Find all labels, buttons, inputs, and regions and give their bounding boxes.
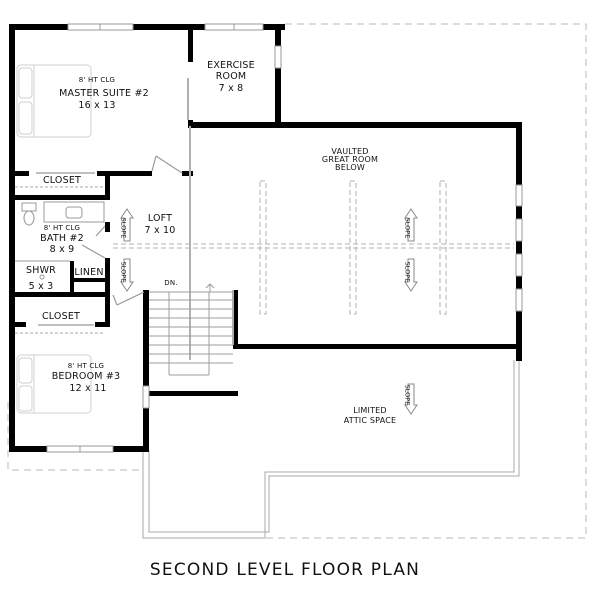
slope-arrow-down-icon bbox=[120, 258, 134, 292]
windows bbox=[46, 23, 523, 453]
attic-line-2: ATTIC SPACE bbox=[343, 416, 397, 425]
bath-2-name: BATH #2 bbox=[40, 233, 84, 244]
closet-1-label: CLOSET bbox=[42, 175, 82, 186]
loft-size: 7 x 10 bbox=[144, 225, 176, 236]
slope-arrow-down-icon bbox=[404, 258, 418, 292]
exercise-room-name-2: ROOM bbox=[215, 71, 247, 82]
beds bbox=[16, 64, 92, 414]
attic-outline bbox=[142, 360, 520, 539]
slope-arrow-up-icon bbox=[120, 208, 134, 242]
bath-fixtures bbox=[15, 201, 105, 280]
exercise-room-size: 7 x 8 bbox=[218, 83, 244, 94]
master-suite-name: MASTER SUITE #2 bbox=[59, 88, 149, 99]
bedroom-3-name: BEDROOM #3 bbox=[51, 371, 121, 382]
attic-line-1: LIMITED bbox=[353, 406, 387, 415]
slope-arrow-up-icon bbox=[404, 208, 418, 242]
linen-label: LINEN bbox=[74, 267, 104, 278]
plan-title: SECOND LEVEL FLOOR PLAN bbox=[149, 560, 421, 580]
walls bbox=[9, 24, 522, 452]
shower-name: SHWR bbox=[26, 265, 56, 276]
doors bbox=[81, 155, 183, 306]
slope-arrow-down-icon bbox=[404, 383, 418, 415]
exercise-room-name-1: EXERCISE bbox=[207, 60, 255, 71]
slope-label: SLOPE bbox=[119, 261, 128, 283]
closet-shelves bbox=[15, 186, 105, 334]
bedroom-3-ceiling: 8' HT CLG bbox=[67, 362, 105, 370]
slope-label: SLOPE bbox=[403, 384, 412, 406]
loft-name: LOFT bbox=[147, 213, 173, 224]
great-room-line-3: BELOW bbox=[335, 163, 365, 172]
slope-label: SLOPE bbox=[403, 261, 412, 283]
great-room-line-2: GREAT ROOM bbox=[321, 155, 379, 164]
roof-outline bbox=[7, 23, 587, 539]
ceiling-beams bbox=[113, 180, 514, 315]
stairs-down-label: DN. bbox=[164, 279, 178, 287]
bath-2-size: 8 x 9 bbox=[49, 244, 75, 255]
stair-treads bbox=[149, 283, 233, 376]
shower-size: 5 x 3 bbox=[28, 281, 54, 292]
bath-2-ceiling: 8' HT CLG bbox=[43, 224, 81, 232]
closet-2-label: CLOSET bbox=[41, 311, 81, 322]
bedroom-3-size: 12 x 11 bbox=[69, 383, 107, 394]
master-suite-ceiling: 8' HT CLG bbox=[78, 76, 116, 84]
master-suite-size: 16 x 13 bbox=[78, 100, 116, 111]
slope-label: SLOPE bbox=[119, 217, 128, 239]
slope-label: SLOPE bbox=[403, 217, 412, 239]
great-room-line-1: VAULTED bbox=[331, 147, 369, 156]
